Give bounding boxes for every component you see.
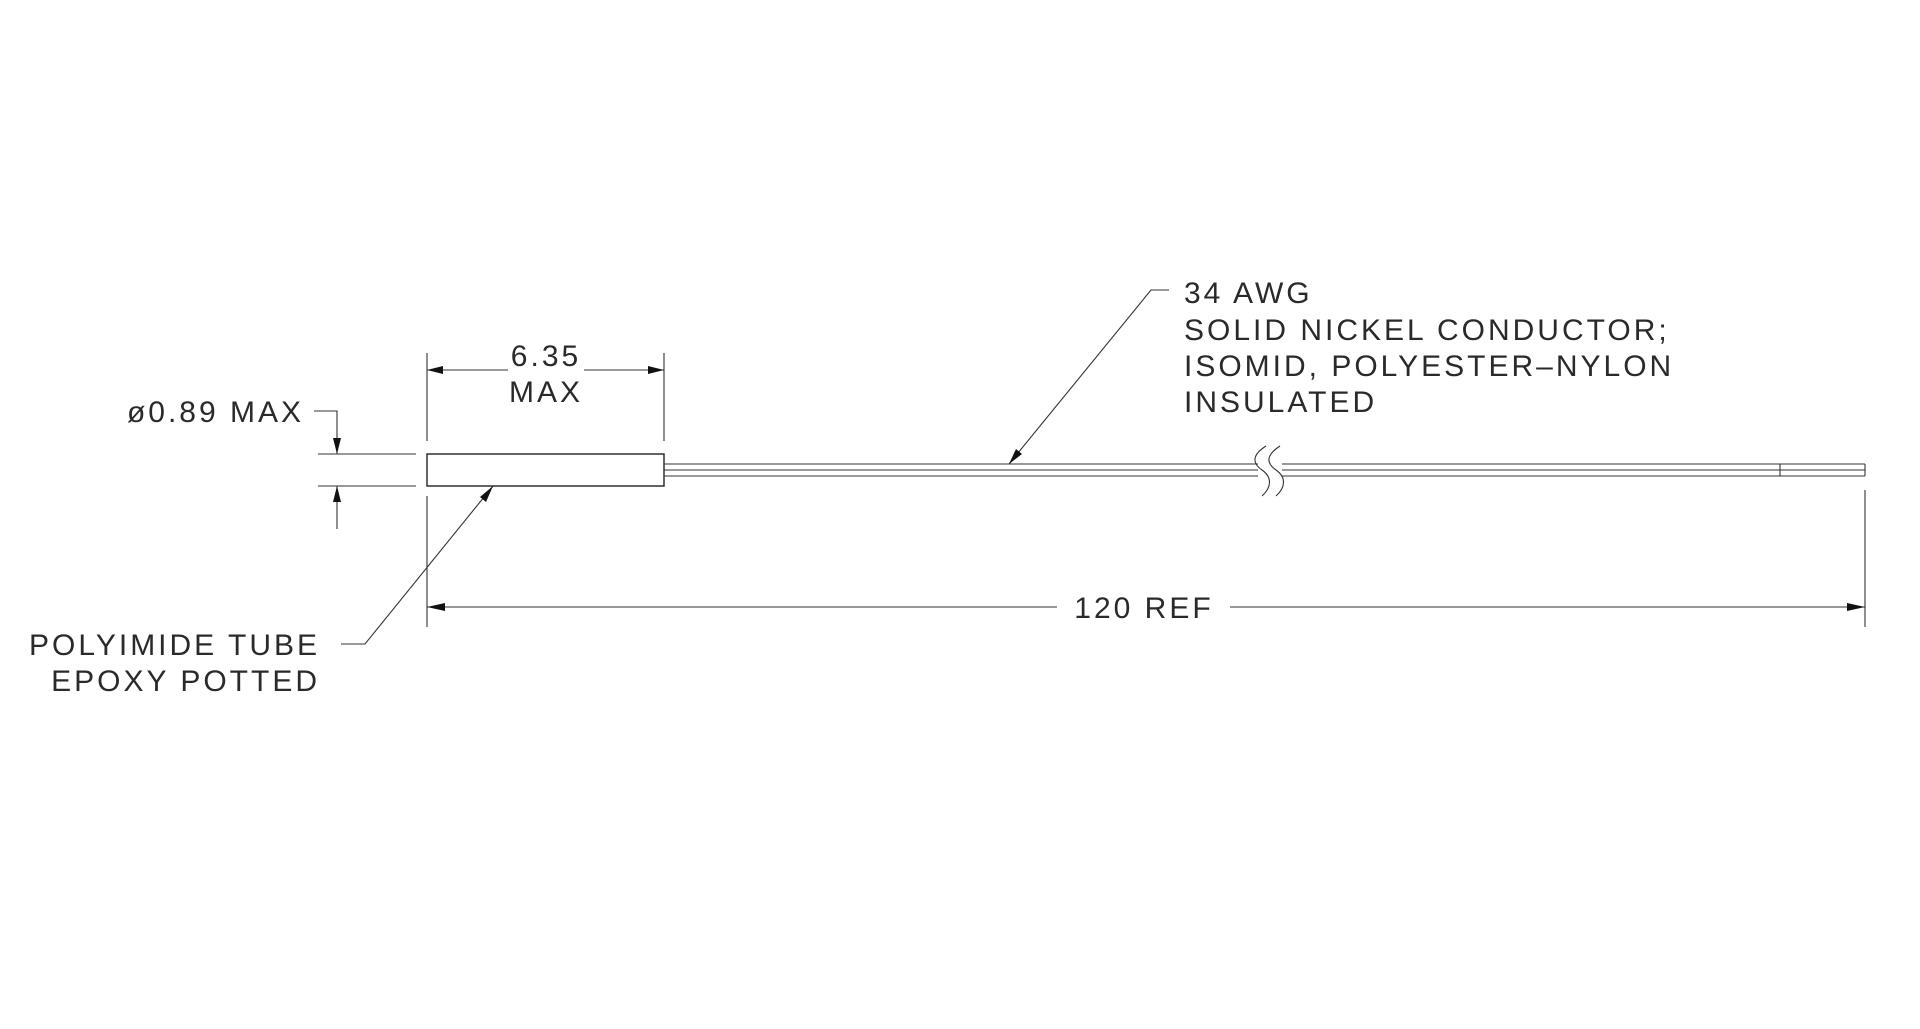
length-dimension: 6.35 MAX: [426, 340, 665, 441]
wire-note-line-2: SOLID NICKEL CONDUCTOR;: [1184, 314, 1670, 347]
polyimide-tube: [426, 453, 665, 487]
overall-dim-label: 120 REF: [1074, 592, 1213, 625]
tube-note-line-2: EPOXY POTTED: [51, 665, 320, 698]
length-dim-value: 6.35: [511, 340, 581, 373]
length-dim-qualifier: MAX: [509, 376, 583, 409]
wire-note-line-1: 34 AWG: [1184, 277, 1313, 310]
wire-note-line-3: ISOMID, POLYESTER–NYLON: [1184, 350, 1674, 383]
tube-callout: POLYIMIDE TUBE EPOXY POTTED: [29, 485, 494, 698]
wire-callout: 34 AWG SOLID NICKEL CONDUCTOR; ISOMID, P…: [1008, 277, 1674, 465]
wire-note-line-4: INSULATED: [1184, 386, 1377, 419]
overall-dimension: 120 REF: [426, 490, 1866, 627]
diameter-dim-label: ø0.89 MAX: [127, 396, 304, 429]
break-symbol: [1254, 445, 1285, 497]
lead-wires: [664, 463, 1866, 477]
tube-note-line-1: POLYIMIDE TUBE: [29, 629, 320, 662]
diameter-dimension: ø0.89 MAX: [127, 396, 416, 529]
